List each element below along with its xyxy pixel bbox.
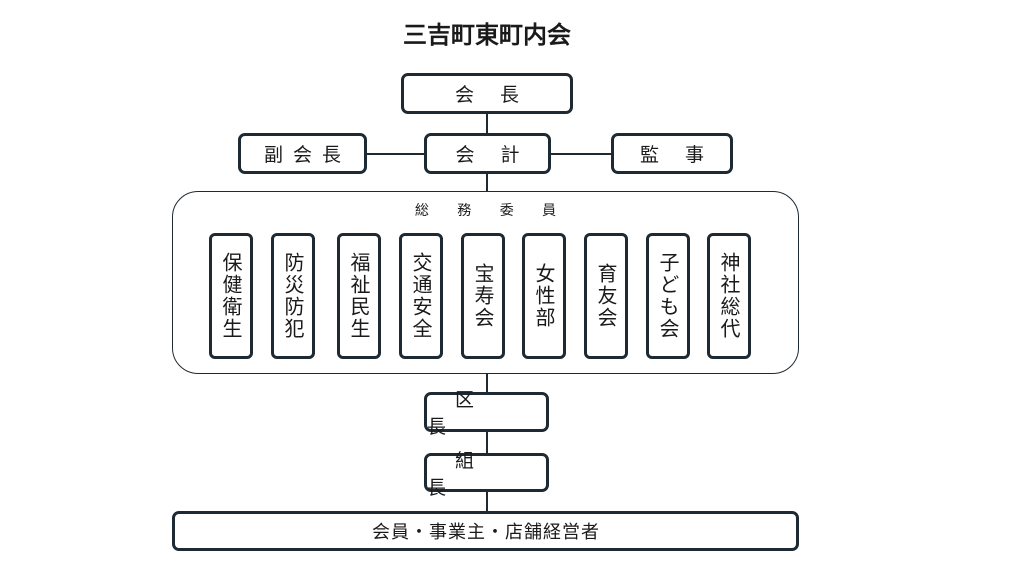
committee-item: 女性部 (522, 233, 566, 359)
vice-president-box: 副会長 (238, 133, 367, 174)
members-box: 会員・事業主・店舗経営者 (172, 511, 799, 551)
committee-item: 子ども会 (646, 233, 690, 359)
auditor-box: 監 事 (611, 133, 733, 174)
committee-item-label: 育友会 (594, 263, 618, 329)
committee-item-label: 宝寿会 (471, 263, 495, 329)
connector-president-treasurer (486, 113, 488, 133)
members-label: 会員・事業主・店舗経営者 (372, 522, 600, 543)
treasurer-label: 会 計 (455, 144, 530, 166)
president-box: 会 長 (401, 73, 573, 114)
group-head-box: 組 長 (424, 450, 549, 499)
committee-item-label: 子ども会 (656, 252, 680, 340)
ward-head-label: 区 長 (427, 389, 503, 438)
connector-ward-group (486, 432, 488, 453)
committee-item: 保健衛生 (209, 233, 253, 359)
ward-head-box: 区 長 (424, 389, 549, 438)
committee-item: 育友会 (584, 233, 628, 359)
committee-item-label: 交通安全 (409, 252, 433, 340)
org-title: 三吉町東町内会 (403, 20, 571, 49)
committee-item: 福祉民生 (337, 233, 381, 359)
committee-item-label: 福祉民生 (347, 252, 371, 340)
vice-president-label: 副会長 (263, 144, 351, 166)
committee-item: 防災防犯 (271, 233, 315, 359)
connector-vice-treasurer (367, 153, 424, 155)
president-label: 会 長 (454, 84, 530, 106)
committee-item: 神社総代 (707, 233, 751, 359)
connector-group-members (486, 492, 488, 511)
connector-committee-ward (486, 373, 488, 392)
connector-treasurer-auditor (551, 153, 612, 155)
committee-item-label: 保健衛生 (219, 252, 243, 340)
committee-item: 宝寿会 (461, 233, 505, 359)
committee-item-label: 防災防犯 (281, 252, 305, 340)
committee-item-label: 女性部 (532, 263, 556, 329)
auditor-label: 監 事 (639, 144, 715, 166)
committee-item-label: 神社総代 (717, 252, 741, 340)
treasurer-box: 会 計 (424, 133, 551, 174)
committee-label: 総 務 委 員 (414, 203, 569, 219)
group-head-label: 組 長 (427, 449, 503, 499)
committee-item: 交通安全 (399, 233, 443, 359)
connector-treasurer-committee (486, 174, 488, 192)
